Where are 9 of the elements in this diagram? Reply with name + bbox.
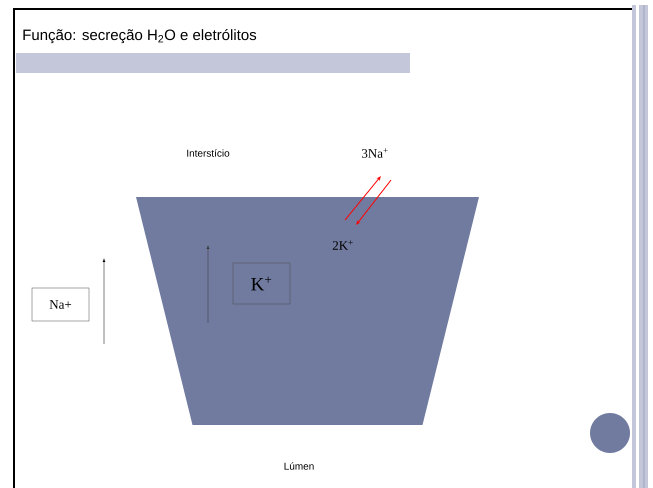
title: Função: secreção H$_{2}$O e eletrólitos	[23, 28, 256, 44]
arrow	[344, 176, 381, 221]
region-label: Lúmen	[284, 462, 314, 470]
ion-box: Na+	[32, 288, 90, 322]
ion-label: 3Na$^{+}$	[362, 148, 388, 158]
ion-box: K$^{+}$	[232, 262, 290, 304]
ion-label: 2K$^{+}$	[332, 240, 353, 250]
cell-drawing	[136, 197, 479, 425]
region-label: Interstício	[187, 149, 230, 157]
